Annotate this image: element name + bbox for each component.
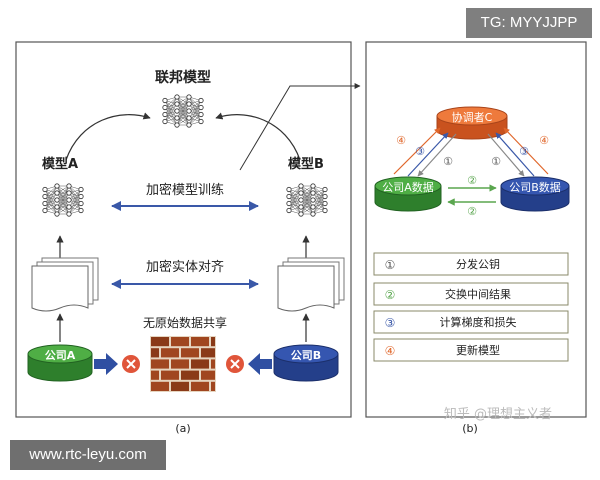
panel-a: 联邦模型 模型A 模型B 加密模型训练 加密实体对齐 无原始数据共享 [15,41,352,435]
model-b-network-icon [286,183,328,217]
step-mark: ② [467,205,477,218]
company-a-label: 公司A [45,349,76,362]
website-watermark: www.rtc-leyu.com [10,440,166,470]
company-b-database-icon [273,344,339,382]
panel-b: 协调者C 公司A数据 公司B数据 ④ ③ ① ① ③ ④ ② ② [365,41,587,435]
legend-item-2: ② 交换中间结果 [373,282,569,306]
legend-item-3: ③ 计算梯度和损失 [373,310,569,334]
legend-text: 交换中间结果 [445,287,511,301]
blocked-x-icon-right [226,355,244,373]
arrow-company-b-to-wall-icon [248,353,272,375]
model-b-label: 模型B [288,156,324,172]
step-mark: ① [443,155,453,168]
company-a-database-icon [27,344,93,382]
arrow-b-to-coordinator-step4 [503,127,549,175]
arrow-model-a-to-federated [65,112,151,161]
legend-number: ② [385,288,396,302]
legend-item-1: ① 分发公钥 [373,252,569,276]
legend-item-4: ④ 更新模型 [373,338,569,362]
arrow-a-to-coordinator-step3 [407,132,449,177]
brick-wall-icon [150,336,216,392]
legend-text: 计算梯度和损失 [440,315,517,329]
connector-arrow [239,83,361,171]
panel-b-label: (b) [462,422,478,435]
federated-model-network-icon [162,94,204,128]
arrow-a-to-coordinator-step4 [393,127,441,175]
encrypted-alignment-label: 加密实体对齐 [146,259,224,275]
model-a-network-icon [42,183,84,217]
company-a-data-label: 公司A数据 [382,180,434,194]
arrow-coordinator-to-b-step1 [487,133,525,177]
company-b-data-database-icon [500,176,570,212]
federated-model-title: 联邦模型 [155,69,211,86]
model-a-label: 模型A [42,156,78,172]
legend-text: 分发公钥 [456,257,500,271]
coordinator-database-icon [436,106,508,140]
legend-number: ③ [385,316,396,330]
step-mark: ③ [519,145,529,158]
arrow-coordinator-to-a-step1 [417,133,457,177]
company-a-data-database-icon [374,176,442,212]
step-mark: ④ [396,134,406,147]
document-stack-a-icon [31,257,99,312]
step-mark: ④ [539,134,549,147]
legend-number: ④ [385,344,396,358]
encrypted-training-label: 加密模型训练 [146,182,224,198]
arrow-model-b-to-federated [215,112,301,161]
arrow-b-to-coordinator-step3 [495,132,535,177]
blocked-x-icon-left [122,355,140,373]
company-b-data-label: 公司B数据 [509,180,561,194]
no-raw-data-sharing-label: 无原始数据共享 [143,315,227,330]
panel-a-label: (a) [175,422,190,435]
document-stack-b-icon [277,257,345,312]
coordinator-label: 协调者C [452,110,493,124]
arrow-company-a-to-wall-icon [94,353,118,375]
company-b-label: 公司B [291,349,321,362]
step-mark: ② [467,174,477,187]
zhihu-watermark: 知乎 @理想主义者 [444,406,552,422]
step-mark: ① [491,155,501,168]
legend-text: 更新模型 [456,343,500,357]
telegram-watermark: TG: MYYJJPP [466,8,592,38]
step-mark: ③ [415,145,425,158]
legend-number: ① [385,258,396,272]
